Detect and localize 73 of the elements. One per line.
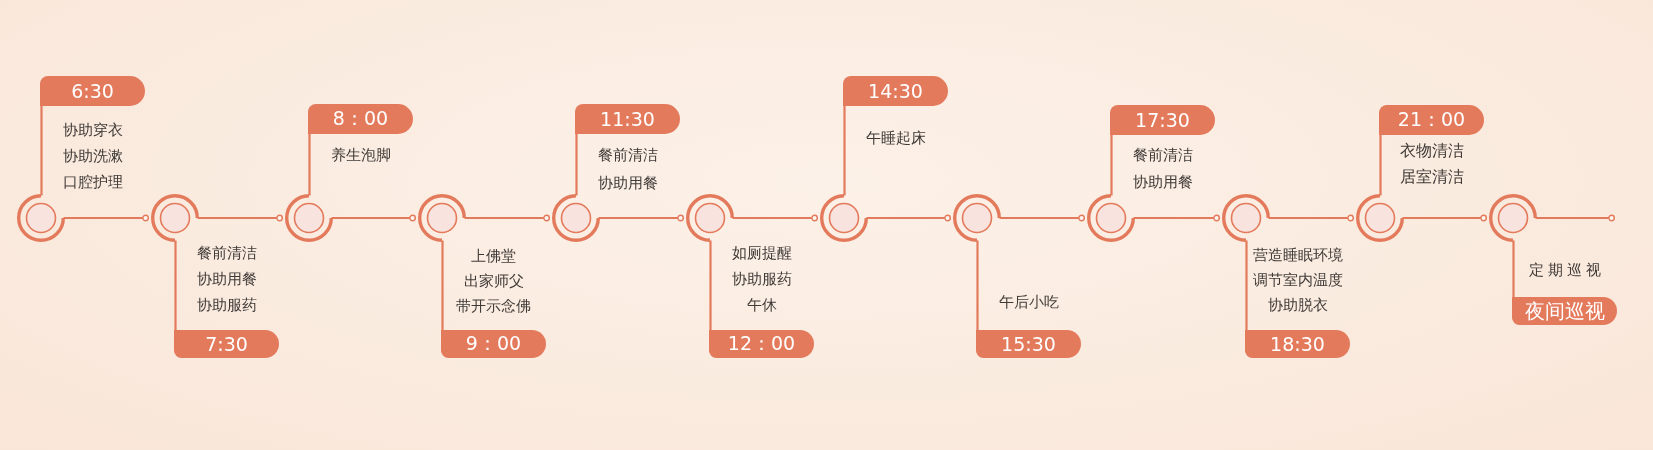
activity-text: 上佛堂	[471, 247, 516, 265]
activity-text: 餐前清洁	[1132, 146, 1193, 164]
connector-line	[866, 214, 951, 222]
activity-text: 餐前清洁	[597, 146, 658, 164]
activity-text: 餐前清洁	[196, 244, 257, 262]
time-pill: 21：00	[1379, 105, 1484, 135]
time-pill: 11:30	[575, 104, 680, 134]
time-pill: 12：00	[709, 330, 814, 358]
connector-line	[174, 240, 177, 330]
timeline-circle	[1489, 194, 1537, 242]
timeline-circle	[151, 194, 199, 242]
time-pill: 15:30	[976, 330, 1081, 358]
time-pill: 9：00	[441, 330, 546, 358]
connector-line	[1535, 214, 1615, 222]
connector-line	[441, 240, 444, 330]
activity-text: 养生泡脚	[330, 146, 391, 164]
activity-text: 带开示念佛	[456, 297, 531, 315]
time-pill: 14:30	[843, 76, 948, 106]
activity-text: 如厕提醒	[731, 244, 792, 262]
connector-line	[1245, 240, 1248, 330]
activity-text: 协助穿衣	[62, 121, 123, 139]
timeline-circle	[285, 194, 333, 242]
activity-text: 午睡起床	[865, 129, 926, 147]
time-pill: 夜间巡视	[1512, 297, 1617, 325]
connector-line	[63, 214, 149, 222]
connector-line	[843, 106, 846, 196]
activity-text: 定期巡视	[1527, 261, 1605, 279]
connector-line	[1402, 214, 1487, 222]
timeline-circle	[820, 194, 868, 242]
connector-line	[1379, 135, 1382, 196]
activity-text: 调节室内温度	[1252, 271, 1343, 289]
activity-text: 协助用餐	[1132, 173, 1193, 191]
timeline-circle	[686, 194, 734, 242]
timeline-circle	[1087, 194, 1135, 242]
activity-text: 午休	[746, 296, 777, 314]
connector-line	[999, 214, 1085, 222]
connector-line	[1512, 240, 1515, 297]
timeline-circle	[1222, 194, 1270, 242]
time-pill: 6:30	[40, 76, 145, 106]
connector-line	[197, 214, 283, 222]
connector-line	[575, 134, 578, 196]
connector-line	[40, 106, 43, 196]
connector-line	[1110, 135, 1113, 196]
time-pill: 17:30	[1110, 105, 1215, 135]
activity-text: 协助用餐	[196, 270, 257, 288]
activity-text: 协助服药	[731, 270, 792, 288]
activity-text: 协助洗漱	[62, 147, 123, 165]
timeline-circle	[17, 194, 65, 242]
activity-text: 协助用餐	[597, 174, 658, 192]
timeline-circle	[953, 194, 1001, 242]
connector-line	[1268, 214, 1354, 222]
connector-line	[976, 240, 979, 330]
activity-text: 午后小吃	[998, 293, 1059, 311]
connector-line	[598, 214, 684, 222]
activity-text: 衣物清洁	[1399, 141, 1464, 161]
timeline-circle	[418, 194, 466, 242]
activity-text: 口腔护理	[62, 173, 123, 191]
timeline-circle	[552, 194, 600, 242]
activity-text: 居室清洁	[1399, 167, 1464, 187]
connector-line	[1133, 214, 1220, 222]
connector-line	[709, 240, 712, 330]
time-pill: 7:30	[174, 330, 279, 358]
connector-line	[308, 134, 311, 196]
activity-text: 协助脱衣	[1267, 296, 1328, 314]
time-pill: 18:30	[1245, 330, 1350, 358]
activity-text: 出家师父	[463, 272, 524, 290]
activity-text: 营造睡眠环境	[1252, 246, 1343, 264]
activity-text: 协助服药	[196, 296, 257, 314]
time-pill: 8：00	[308, 104, 413, 134]
timeline-circle	[1356, 194, 1404, 242]
connector-line	[732, 214, 818, 222]
connector-line	[331, 214, 416, 222]
connector-line	[464, 214, 550, 222]
